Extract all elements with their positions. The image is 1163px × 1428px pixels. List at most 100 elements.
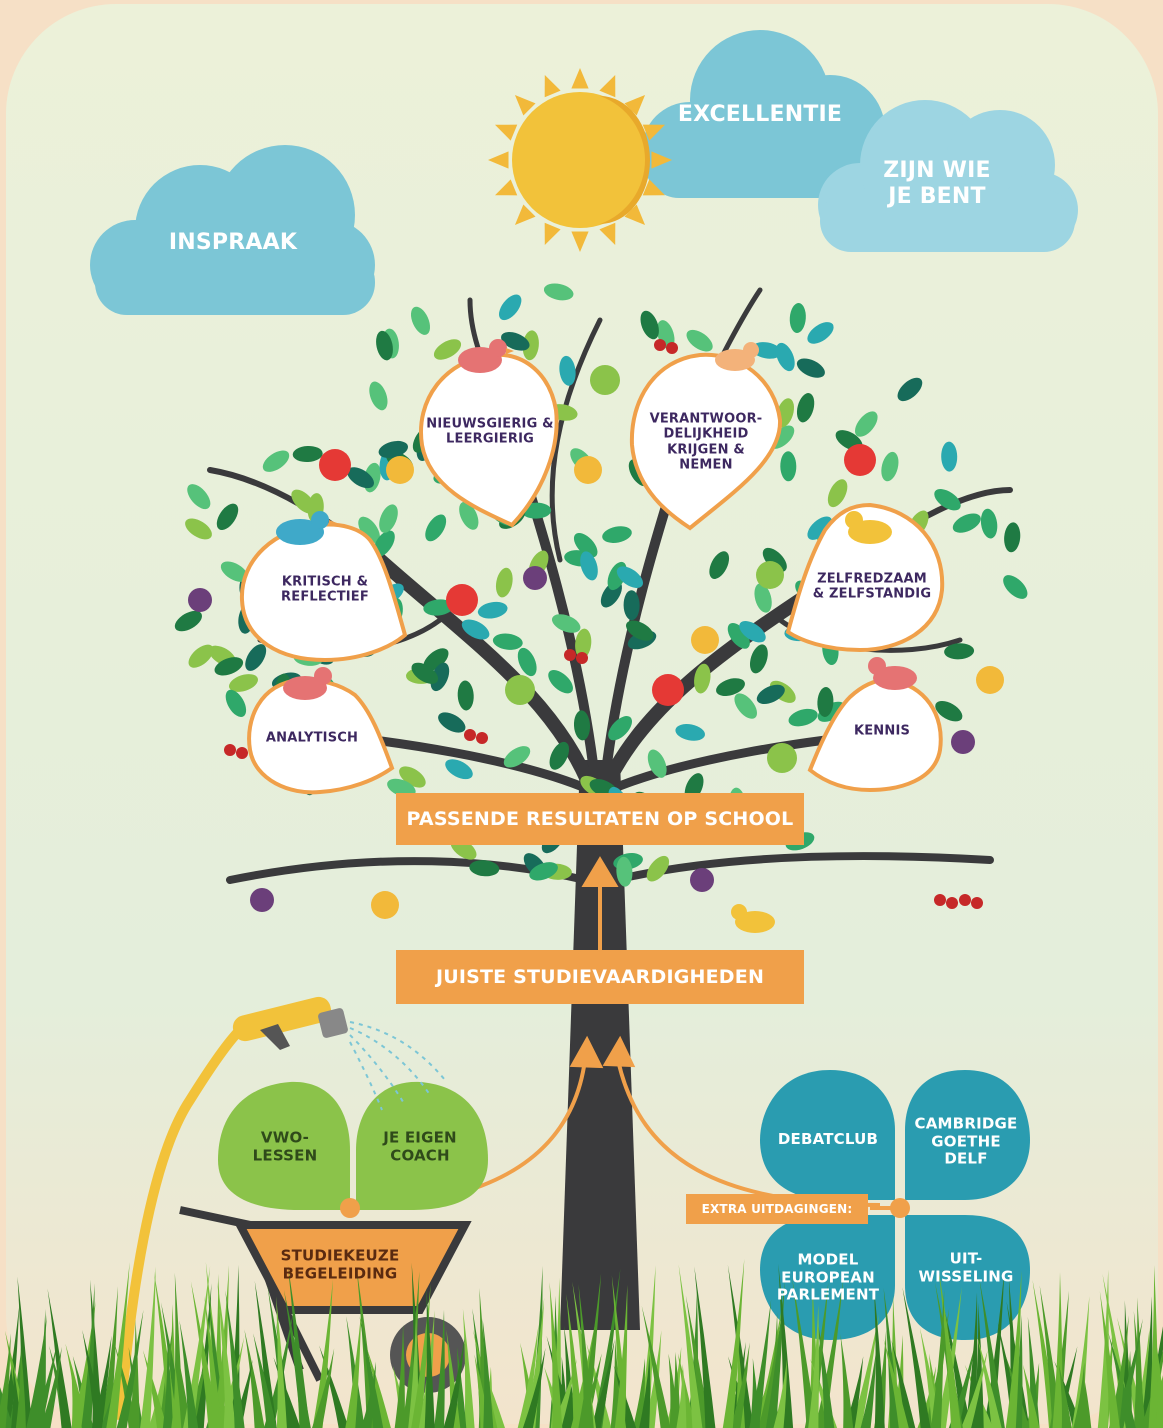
leaf-icon: [934, 489, 961, 511]
grass-blade: [792, 1278, 817, 1428]
bird-icon: [715, 342, 759, 371]
cherry-icon: [946, 897, 958, 909]
leaf-label-coach: JE EIGEN COACH: [383, 1128, 457, 1164]
leaf-icon: [623, 590, 640, 621]
grass-blade: [345, 1311, 362, 1428]
grass-blade: [394, 1324, 405, 1428]
leaf-icon: [262, 450, 290, 472]
trait-drops: [239, 352, 945, 795]
grass-blade: [411, 1284, 431, 1428]
leaf-icon: [373, 530, 395, 557]
grass-blade: [359, 1316, 384, 1428]
leaf-icon: [499, 294, 522, 321]
leaf-icon: [854, 411, 878, 437]
leaf-icon: [1004, 522, 1021, 553]
leaf-icon: [229, 674, 258, 692]
leaf-icon: [522, 330, 539, 361]
leaf-vwo: [218, 1081, 350, 1210]
leaf-icon: [796, 358, 825, 378]
grass-blade: [1099, 1291, 1120, 1428]
leaf-icon: [686, 329, 713, 352]
grass-blade: [639, 1354, 651, 1428]
drop-nieuwsgierig: [419, 352, 559, 528]
grass-blade: [578, 1273, 602, 1428]
leaf-icon: [347, 467, 375, 489]
leaf-icon: [457, 680, 474, 711]
fruit-icon: [590, 365, 620, 395]
drop-zelfredzaam: [785, 502, 945, 653]
grass-blade: [891, 1340, 916, 1428]
leaf-joint: [340, 1198, 360, 1218]
leaf-icon: [216, 503, 239, 531]
leaf-icon: [423, 599, 454, 616]
fruit-icon: [574, 456, 602, 484]
tag-extra: [686, 1194, 868, 1224]
cloud-inspraak: [90, 145, 375, 315]
fruit-icon: [188, 588, 212, 612]
leaf-icon: [461, 619, 490, 640]
grass-blade: [1058, 1364, 1072, 1428]
leaf-icon: [292, 445, 323, 463]
hose-nozzle-icon: [232, 996, 348, 1050]
leaf-icon: [647, 749, 667, 778]
leaf-icon: [425, 514, 447, 542]
clover-label-uitwisseling: UIT- WISSELING: [918, 1249, 1014, 1285]
leaf-icon: [358, 516, 380, 543]
grass-blade: [977, 1336, 1002, 1428]
leaf-icon: [495, 567, 513, 598]
grass-blade: [930, 1290, 945, 1428]
grass-blade: [183, 1266, 211, 1428]
grass-blade: [902, 1287, 931, 1428]
sun-icon: [488, 68, 672, 252]
grass-blade: [1097, 1269, 1109, 1428]
grass-blade: [1012, 1314, 1023, 1428]
leaf-icon: [1003, 575, 1028, 599]
leaf-icon: [477, 601, 508, 619]
grass-blade: [566, 1294, 584, 1428]
grass-blade: [408, 1310, 419, 1428]
grass-blade: [590, 1339, 615, 1428]
grass-blade: [15, 1347, 26, 1428]
fruit-icon: [386, 456, 414, 484]
leaf-icon: [379, 504, 398, 533]
grass-blade: [632, 1358, 646, 1428]
leaf-icon: [881, 451, 899, 482]
bird-icons: [276, 339, 917, 933]
grass-blade: [749, 1358, 760, 1428]
leaf-icon: [754, 583, 772, 613]
banner-label-studievaardigheden: JUISTE STUDIEVAARDIGHEDEN: [435, 965, 765, 988]
leaf-icon: [602, 526, 632, 543]
grass-blade: [217, 1282, 236, 1428]
leaf-icon: [517, 647, 537, 677]
fruit-icon: [767, 743, 797, 773]
leaf-icon: [788, 708, 818, 727]
leaf-icon: [751, 342, 782, 359]
leaf-icon: [225, 689, 247, 717]
grass-blade: [153, 1271, 178, 1428]
leaf-icon: [734, 693, 758, 719]
clover-label-debatclub: DEBATCLUB: [777, 1130, 879, 1149]
grass-blade: [961, 1349, 988, 1428]
grass-blade: [551, 1358, 577, 1428]
leaf-icon: [980, 508, 998, 539]
grass-blade: [883, 1339, 909, 1428]
grass-blade: [840, 1334, 854, 1428]
grass-blade: [678, 1264, 703, 1428]
leaf-icon: [716, 678, 745, 697]
leaf-icon: [369, 381, 388, 411]
leaf-coach: [356, 1081, 488, 1210]
cherry-icon: [576, 652, 588, 664]
fruit-icon: [371, 891, 399, 919]
leaf-icon: [780, 451, 797, 482]
bird-icon: [458, 339, 514, 373]
cherry-icon: [236, 747, 248, 759]
drop-kritisch: [239, 522, 408, 663]
bird-icon: [283, 667, 332, 700]
leaf-icon: [245, 644, 267, 671]
grass-blade: [730, 1342, 750, 1428]
wheelbarrow-label: STUDIEKEUZE BEGELEIDING: [280, 1246, 400, 1282]
grass-blade: [614, 1284, 628, 1428]
clover-joint: [890, 1198, 910, 1218]
leaf-icon: [430, 662, 450, 692]
grass-blade: [549, 1282, 563, 1428]
